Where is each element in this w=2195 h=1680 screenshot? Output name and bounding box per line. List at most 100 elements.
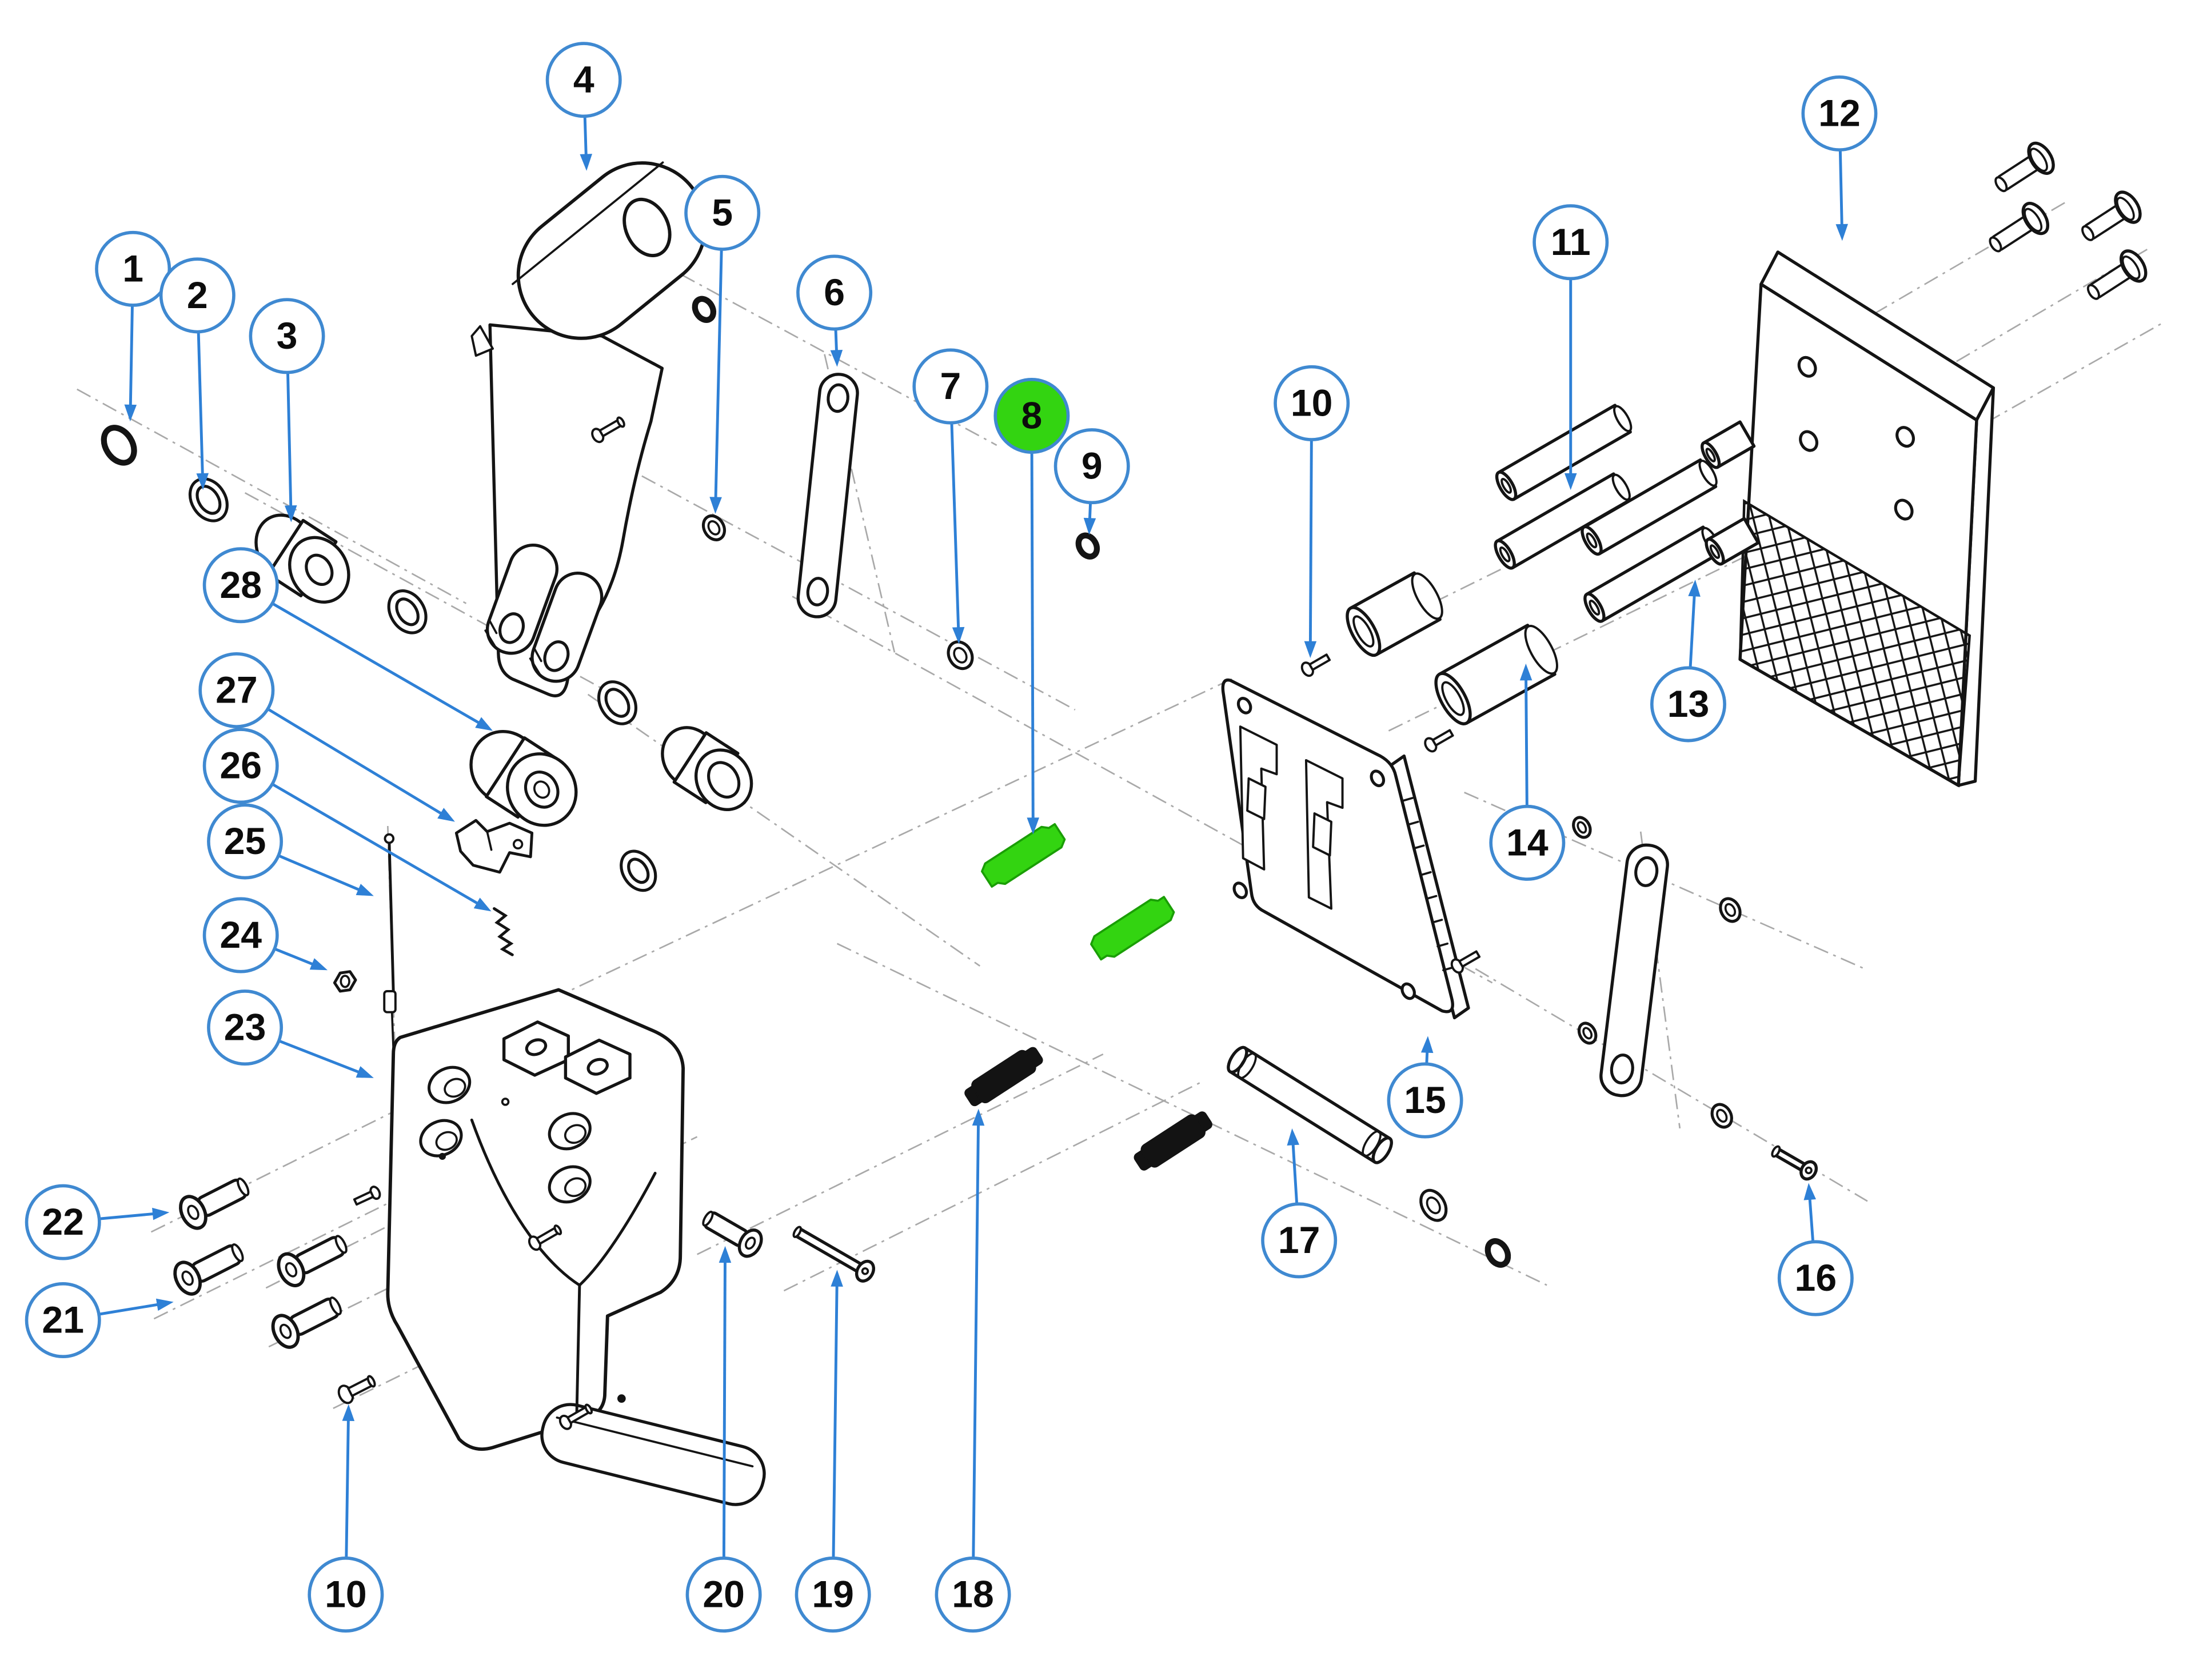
leader-line [99,1212,156,1220]
backplate-hole [1370,769,1386,788]
callout-number: 6 [824,272,845,314]
backplate-hole [1236,697,1252,715]
leader-line [267,708,444,816]
roller-bearing [661,726,753,812]
threaded-stud-18 [964,1047,1043,1107]
roller-tube-11 [1494,472,1631,570]
rivet-pin [2086,249,2148,300]
rivet-pin [1989,202,2050,253]
spacer-tube [1346,571,1443,657]
counterbore-hole [548,1165,592,1204]
flat-head-screw-21 [173,1243,244,1296]
callout-number: 19 [812,1573,854,1615]
callout-bubble [1053,428,1130,505]
knurled-plate-12 [1738,250,1996,788]
callout-bubble [202,547,279,624]
body-funnel-edge [575,1283,581,1416]
callout-number: 8 [1021,394,1043,437]
roller-bearing-3 [254,513,350,604]
callout-number: 10 [1291,382,1333,424]
callout-1: 1 [95,230,171,422]
callout-bubble [207,989,284,1066]
callout-bubble [796,254,873,331]
body-screw [353,1186,381,1206]
counterbore-hole [419,1119,463,1158]
callout-22: 22 [25,1184,170,1260]
counterbore-hole [548,1112,592,1151]
callout-bubble [198,652,275,728]
callout-number: 5 [712,191,733,234]
callout-bubble [207,803,284,880]
spring-26 [493,907,514,956]
callout-14: 14 [1489,663,1566,881]
arrowhead [475,717,493,731]
callout-bubble [1532,204,1609,281]
arrowhead [719,1246,732,1263]
small-washer [1577,1021,1598,1045]
callout-9: 9 [1053,428,1130,535]
arrowhead [1564,473,1577,490]
arrowhead [1803,1183,1816,1200]
callout-bubble [1261,1202,1338,1279]
leader-line [832,1283,839,1558]
leader-line [1291,1142,1299,1204]
roller-28 [469,729,578,827]
callout-18: 18 [935,1108,1011,1633]
flat-head-screw-20 [702,1211,763,1258]
callout-20: 20 [685,1246,762,1633]
arrowhead [152,1207,170,1220]
callout-number: 11 [1551,221,1591,264]
arrowhead [1420,1036,1434,1054]
latch-27 [454,819,534,874]
callout-2: 2 [159,257,236,490]
leader-line [1524,677,1528,807]
middle-chain [597,296,1100,892]
washer [597,680,638,725]
callout-bubble [1650,666,1726,743]
callout-13: 13 [1650,579,1726,743]
callout-11: 11 [1532,204,1609,490]
arrowhead [709,497,722,514]
callout-number: 9 [1081,445,1103,488]
arrowhead [952,626,965,644]
callout-bubble [308,1557,384,1633]
backplate-hole [1232,881,1248,899]
body-screw [528,1224,562,1251]
leader-line [272,602,482,725]
callout-10-top: 10 [1274,365,1350,659]
callout-bubble [1274,365,1350,441]
leader-line [286,372,293,509]
link-washer [1710,1103,1733,1129]
tube-stub [1701,420,1756,469]
leader-line [345,1418,350,1558]
callout-bubble [95,230,171,307]
washer [620,849,657,892]
arm-head [512,161,707,340]
callout-number: 10 [325,1573,367,1615]
flat-head-screw [271,1296,342,1349]
pin-17-assembly [1227,1045,1511,1268]
flat-head-screw [277,1235,348,1287]
callout-16: 16 [1777,1183,1854,1316]
link-bar [1599,843,1669,1098]
arrowhead [356,1066,374,1078]
long-screw-19 [792,1226,876,1283]
arrowhead [124,404,137,422]
arrowhead [1287,1128,1299,1146]
leader-line [1308,440,1313,644]
callout-number: 14 [1506,821,1549,864]
callout-number: 24 [220,914,262,956]
leader-line [272,783,480,906]
backplate-teeth [1402,797,1454,972]
callout-number: 26 [220,745,262,787]
o-ring-1 [101,425,137,466]
link-bar-6 [796,373,859,618]
wedge-pad-8 [1090,896,1175,961]
callout-number: 25 [224,820,266,863]
wedge-pads-8 [981,823,1175,961]
arrowhead [972,1108,985,1126]
callout-12: 12 [1801,75,1878,241]
callout-layer: 1234567891011121314151617181920102122232… [25,42,1878,1633]
washer-7 [947,640,974,671]
leader-line [1838,150,1843,227]
